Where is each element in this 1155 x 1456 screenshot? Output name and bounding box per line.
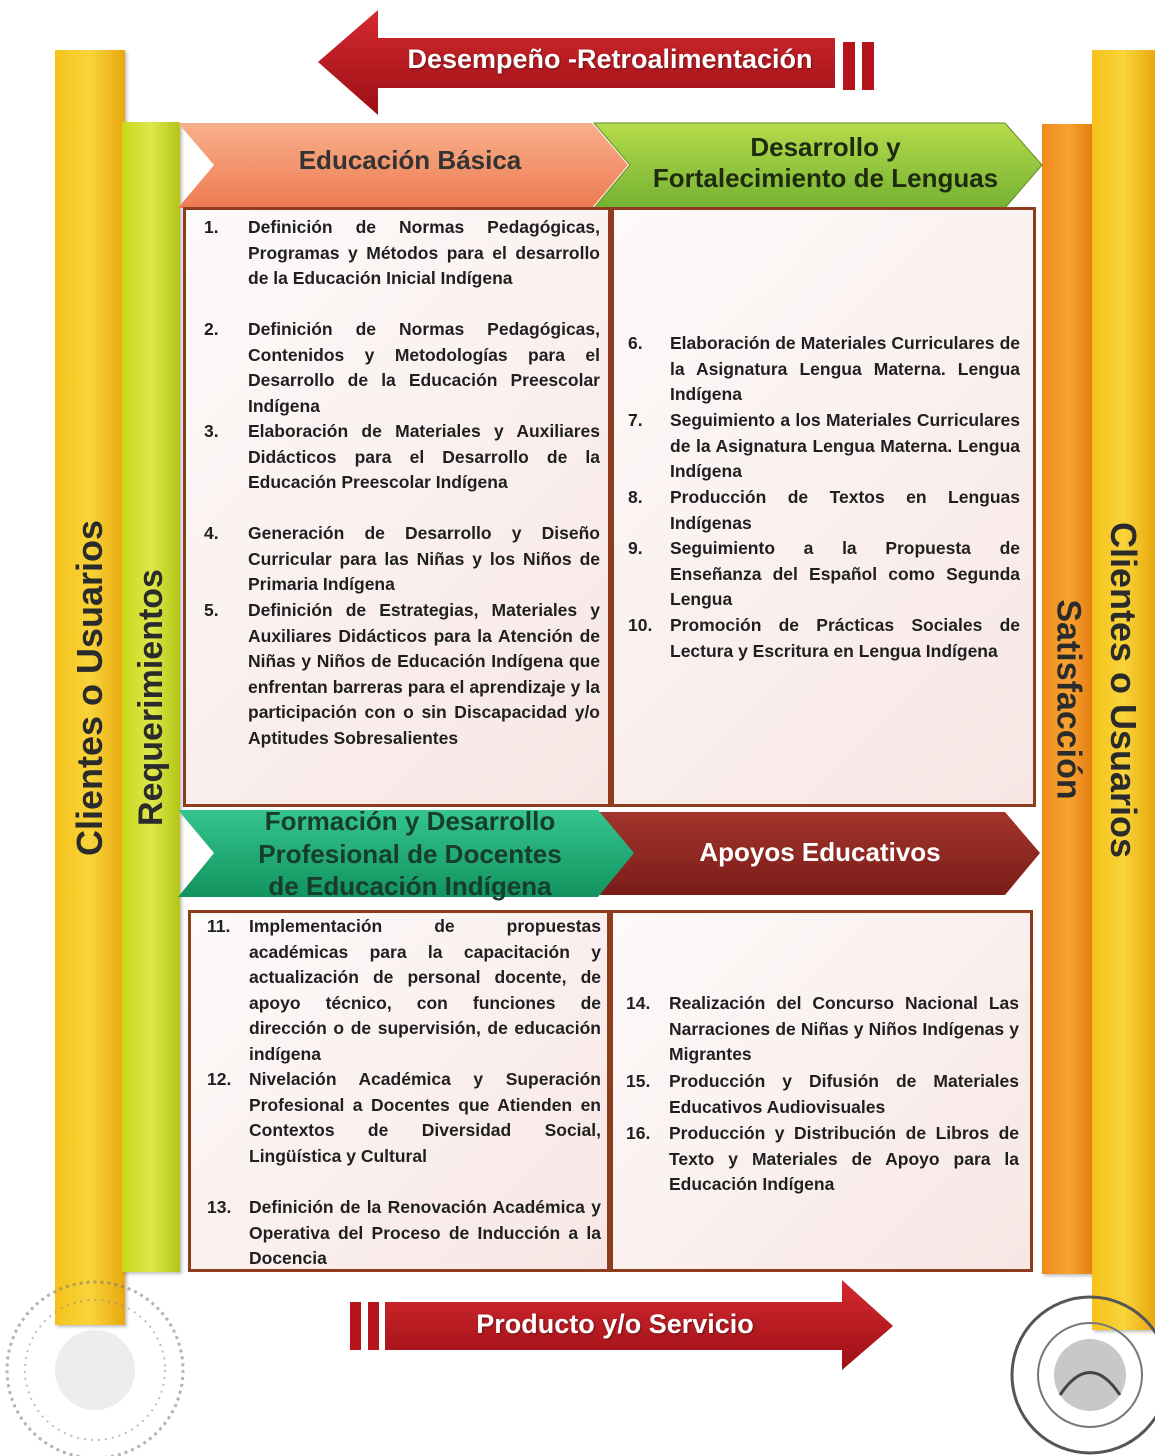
desarrollo-lenguas-title-line1: Desarrollo y xyxy=(750,132,901,162)
educacion-basica-box: 1. Definición de Normas Pedagógicas, Pro… xyxy=(183,207,611,807)
apoyos-educativos-box: 14. Realización del Concurso Nacional La… xyxy=(610,910,1033,1272)
item-text: Producción y Distribución de Libros de T… xyxy=(669,1123,1019,1194)
item-number: 5. xyxy=(204,600,219,620)
item-text: Definición de Normas Pedagógicas, Progra… xyxy=(248,217,600,288)
feedback-arrow xyxy=(318,10,874,115)
desarrollo-lenguas-title-line2: Fortalecimiento de Lenguas xyxy=(652,163,999,194)
item-number: 15. xyxy=(626,1071,651,1091)
item-text: Producción y Difusión de Materiales Educ… xyxy=(669,1071,1019,1117)
formacion-docentes-title-line3: de Educación Indígena xyxy=(268,871,552,901)
item-number: 13. xyxy=(207,1197,232,1217)
desarrollo-lenguas-title: Desarrollo y Fortalecimiento de Lenguas xyxy=(628,132,1023,194)
item-number: 8. xyxy=(628,487,643,507)
item-number: 11. xyxy=(207,916,231,936)
seal-right-icon xyxy=(1010,1295,1155,1455)
item-number: 10. xyxy=(628,615,653,635)
item-text: Elaboración de Materiales Curriculares d… xyxy=(670,333,1020,404)
educacion-basica-title: Educación Básica xyxy=(298,145,522,175)
apoyos-educativos-chevron xyxy=(590,812,1040,895)
item-text: Definición de Normas Pedagógicas, Conten… xyxy=(248,319,600,416)
item-text: Definición de la Renovación Académica y … xyxy=(249,1197,601,1268)
item-text: Promoción de Prácticas Sociales de Lectu… xyxy=(670,615,1020,661)
product-arrow-label: Producto y/o Servicio xyxy=(476,1309,754,1339)
requerimientos-bar: Requerimientos xyxy=(122,122,180,1272)
item-number: 6. xyxy=(628,333,643,353)
item-text: Elaboración de Materiales y Auxiliares D… xyxy=(248,421,600,492)
item-text: Generación de Desarrollo y Diseño Curric… xyxy=(248,523,600,594)
item-number: 3. xyxy=(204,421,219,441)
item-number: 16. xyxy=(626,1123,651,1143)
item-number: 4. xyxy=(204,523,219,543)
item-number: 9. xyxy=(628,538,643,558)
formacion-docentes-title-line1: Formación y Desarrollo xyxy=(264,806,556,836)
formacion-docentes-chevron xyxy=(178,810,634,897)
item-text: Seguimiento a los Materiales Curriculare… xyxy=(670,410,1020,481)
item-text: Producción de Textos en Lenguas Indígena… xyxy=(670,487,1020,533)
item-text: Seguimiento a la Propuesta de Enseñanza … xyxy=(670,538,1020,609)
formacion-docentes-title-line2: Profesional de Docentes xyxy=(258,838,562,869)
satisfaccion-bar: Satisfacción xyxy=(1042,124,1094,1274)
formacion-docentes-box: 11. Implementación de propuestas académi… xyxy=(188,910,610,1272)
clientes-usuarios-right-bar: Clientes o Usuarios xyxy=(1092,50,1155,1330)
item-number: 2. xyxy=(204,319,219,339)
item-number: 7. xyxy=(628,410,643,430)
product-arrow xyxy=(350,1280,893,1370)
formacion-docentes-title: Formación y Desarrollo Profesional de Do… xyxy=(200,805,620,903)
item-number: 1. xyxy=(204,217,219,237)
desarrollo-lenguas-box: 6. Elaboración de Materiales Curriculare… xyxy=(611,207,1036,807)
item-text: Definición de Estrategias, Materiales y … xyxy=(248,600,600,748)
item-text: Implementación de propuestas académicas … xyxy=(249,916,601,1064)
item-text: Nivelación Académica y Superación Profes… xyxy=(249,1069,601,1166)
item-text: Realización del Concurso Nacional Las Na… xyxy=(669,993,1019,1064)
item-number: 14. xyxy=(626,993,651,1013)
educacion-basica-chevron xyxy=(178,123,628,208)
feedback-arrow-label: Desempeño -Retroalimentación xyxy=(407,44,813,74)
seal-left-icon xyxy=(5,1280,185,1456)
apoyos-educativos-title: Apoyos Educativos xyxy=(699,837,941,867)
item-number: 12. xyxy=(207,1069,232,1089)
clientes-usuarios-left-bar: Clientes o Usuarios xyxy=(55,50,125,1325)
